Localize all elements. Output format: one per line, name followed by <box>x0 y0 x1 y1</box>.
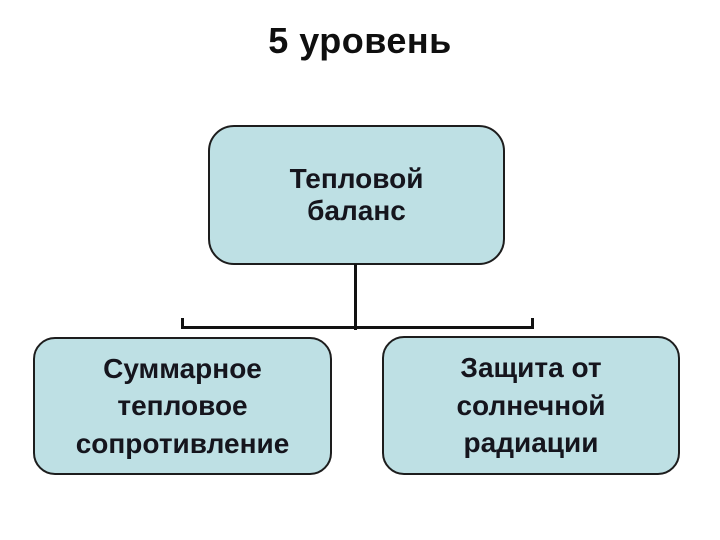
connector-right-elbow-tick <box>531 318 534 329</box>
connector-horizontal-bar <box>181 326 534 329</box>
slide-title: 5 уровень <box>268 20 452 61</box>
diagram-node-solar-radiation-protection: Защита от солнечной радиации <box>382 336 680 475</box>
connector-vertical-stem <box>354 264 357 330</box>
diagram-node-thermal-balance: Тепловой баланс <box>208 125 505 265</box>
diagram-node-total-thermal-resistance: Суммарное тепловое сопротивление <box>33 337 332 475</box>
connector-left-elbow-tick <box>181 318 184 329</box>
